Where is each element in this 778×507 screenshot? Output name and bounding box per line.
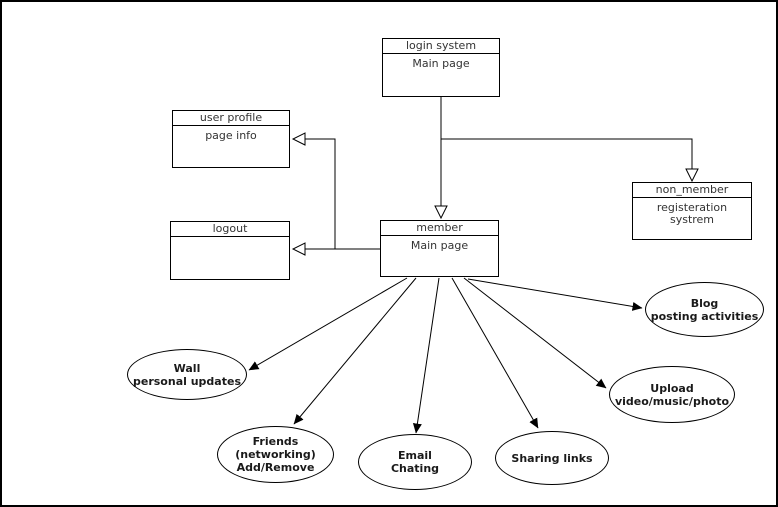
node-non-member: non_member registeration systrem (632, 182, 752, 240)
connector-member-to-user-profile (291, 132, 336, 249)
connector-member-to-email (412, 277, 440, 434)
usecase-friends-label: Friends (networking) Add/Remove (235, 435, 316, 474)
usecase-wall: Wall personal updates (127, 349, 247, 400)
node-user-profile-title: user profile (173, 111, 289, 126)
node-login-system: login system Main page (382, 38, 500, 97)
node-user-profile-body: page info (205, 129, 257, 142)
node-non-member-body-line1: registeration (656, 201, 728, 214)
usecase-wall-label: Wall personal updates (133, 362, 241, 388)
usecase-email-line1: Email (398, 449, 432, 462)
node-login-system-title: login system (383, 39, 499, 54)
node-member-title: member (381, 221, 498, 236)
usecase-upload-label: Upload video/music/photo (615, 382, 729, 408)
connector-member-to-sharing (451, 277, 539, 429)
node-logout-title: logout (171, 222, 289, 237)
node-logout-body (171, 237, 289, 241)
usecase-friends-line2: (networking) (235, 448, 316, 461)
usecase-email: Email Chating (358, 434, 472, 490)
usecase-upload: Upload video/music/photo (609, 366, 735, 423)
usecase-sharing-label: Sharing links (511, 452, 592, 465)
usecase-wall-line1: Wall (173, 361, 201, 375)
connector-member-to-friends (293, 277, 417, 425)
node-login-system-body: Main page (412, 57, 470, 70)
usecase-email-label: Email Chating (391, 449, 439, 475)
usecase-upload-line1: Upload (650, 381, 694, 395)
node-logout: logout (170, 221, 290, 280)
usecase-upload-line2: video/music/photo (614, 394, 730, 408)
usecase-sharing: Sharing links (495, 431, 609, 485)
usecase-wall-line2: personal updates (133, 374, 241, 388)
usecase-blog-label: Blog posting activities (651, 297, 759, 323)
usecase-blog-line2: posting activities (650, 309, 759, 323)
node-non-member-body: registeration systrem (633, 198, 751, 226)
connector-member-to-blog (467, 278, 643, 311)
usecase-blog: Blog posting activities (645, 282, 764, 337)
usecase-friends-line3: Add/Remove (236, 461, 315, 474)
node-member-body: Main page (410, 239, 469, 252)
connector-login-system-to-non-member (441, 138, 699, 183)
connector-member-to-upload (463, 277, 607, 389)
usecase-blog-line1: Blog (690, 296, 719, 310)
usecase-email-line2: Chating (390, 462, 440, 475)
node-non-member-title: non_member (633, 183, 751, 198)
usecase-sharing-line1: Sharing links (511, 451, 593, 465)
connector-member-to-wall (248, 277, 408, 371)
node-member: member Main page (380, 220, 499, 277)
usecase-friends-line1: Friends (252, 435, 299, 448)
usecase-friends: Friends (networking) Add/Remove (217, 426, 334, 483)
node-non-member-body-line2: systrem (669, 213, 715, 226)
node-user-profile: user profile page info (172, 110, 290, 168)
